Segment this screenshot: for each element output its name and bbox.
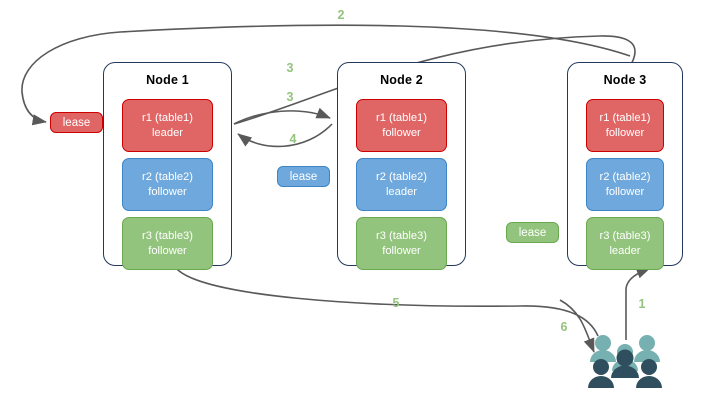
replica-role: follower <box>148 185 187 198</box>
step-label-2: 2 <box>337 8 345 22</box>
node-title-node3: Node 3 <box>603 73 647 87</box>
replica-name: r2 (table2) <box>599 171 651 183</box>
step-label-3-upper: 3 <box>286 61 294 75</box>
replica-node2-r2[interactable]: r2 (table2) leader <box>356 158 447 211</box>
replica-node1-r3[interactable]: r3 (table3) follower <box>122 217 213 270</box>
replica-role: leader <box>151 126 184 139</box>
step-label-5: 5 <box>392 296 400 310</box>
lease-badge-r1[interactable]: lease <box>50 112 103 133</box>
replica-name: r2 (table2) <box>376 171 427 183</box>
replica-node3-r1[interactable]: r1 (table1) follower <box>586 99 664 152</box>
replica-name: r1 (table1) <box>376 112 427 124</box>
node-title-node1: Node 1 <box>146 73 189 87</box>
replica-node2-r1[interactable]: r1 (table1) follower <box>356 99 447 152</box>
replica-node1-r1[interactable]: r1 (table1) leader <box>122 99 213 152</box>
users-icon <box>588 335 662 388</box>
step-label-6: 6 <box>560 320 568 334</box>
node-title-node2: Node 2 <box>380 73 423 87</box>
replica-node3-r2[interactable]: r2 (table2) follower <box>586 158 664 211</box>
replica-name: r1 (table1) <box>599 112 651 124</box>
replica-name: r3 (table3) <box>376 230 427 242</box>
replica-name: r1 (table1) <box>142 112 193 124</box>
edge-step-3-lower <box>233 107 331 125</box>
replica-role: follower <box>148 244 187 257</box>
replica-role: follower <box>382 244 421 257</box>
node-box-node1[interactable]: Node 1 r1 (table1) leader r2 (table2) fo… <box>103 62 232 270</box>
replica-name: r3 (table3) <box>599 230 651 242</box>
replica-role: follower <box>605 185 645 198</box>
step-label-1: 1 <box>638 297 646 311</box>
replica-role: leader <box>385 185 418 198</box>
replica-role: leader <box>609 244 641 257</box>
lease-badge-r2[interactable]: lease <box>277 166 330 187</box>
node-box-node2[interactable]: Node 2 r1 (table1) follower r2 (table2) … <box>337 62 466 270</box>
replica-name: r2 (table2) <box>142 171 193 183</box>
replica-node1-r2[interactable]: r2 (table2) follower <box>122 158 213 211</box>
step-label-3-lower: 3 <box>286 90 294 104</box>
replica-node2-r3[interactable]: r3 (table3) follower <box>356 217 447 270</box>
replica-role: follower <box>605 126 645 139</box>
replica-role: follower <box>382 126 421 139</box>
lease-badge-r3[interactable]: lease <box>506 222 559 243</box>
replica-node3-r3[interactable]: r3 (table3) leader <box>586 217 664 270</box>
replica-name: r3 (table3) <box>142 230 193 242</box>
step-label-4: 4 <box>289 132 297 146</box>
node-box-node3[interactable]: Node 3 r1 (table1) follower r2 (table2) … <box>567 62 683 270</box>
